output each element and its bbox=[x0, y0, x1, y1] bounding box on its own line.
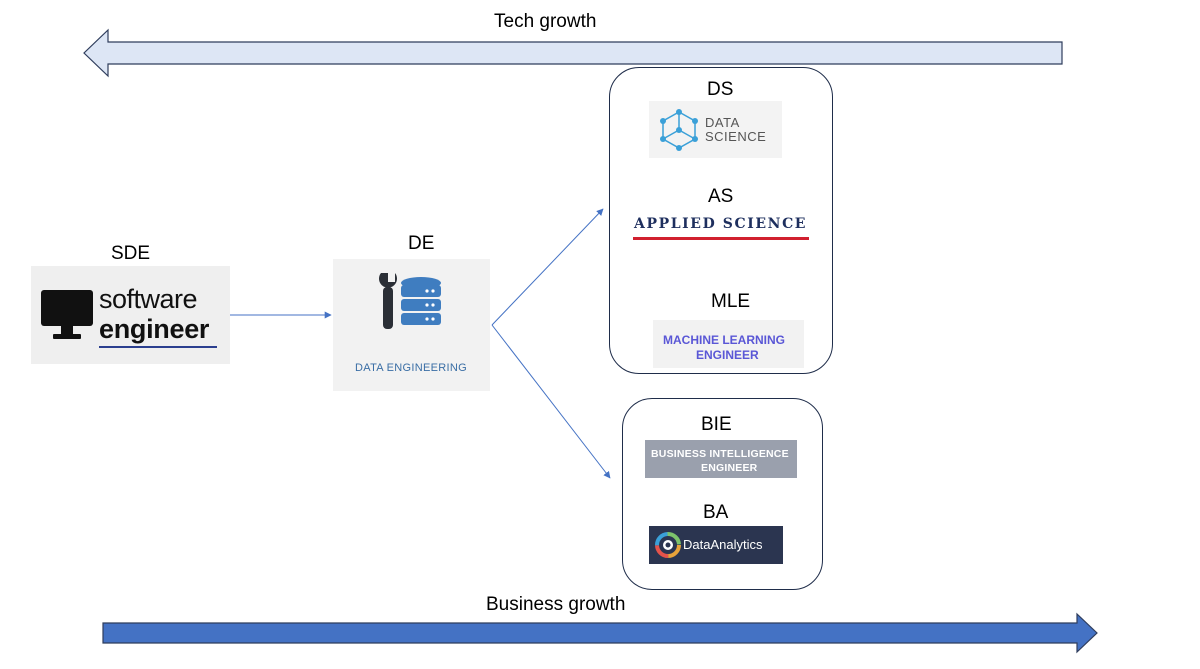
bie-label: BIE bbox=[701, 414, 732, 435]
science-group-box bbox=[609, 67, 833, 374]
monitor-icon bbox=[41, 290, 93, 339]
de-logo: DATA ENGINEERING bbox=[333, 259, 490, 391]
ba-logo: DataAnalytics bbox=[649, 526, 783, 564]
tech-growth-arrow bbox=[83, 28, 1063, 78]
sde-logo-line1: software bbox=[99, 284, 198, 314]
mle-logo-line1: MACHINE LEARNING bbox=[663, 333, 785, 347]
mle-logo: MACHINE LEARNING ENGINEER bbox=[653, 320, 804, 368]
as-logo: APPLIED SCIENCE bbox=[633, 210, 809, 244]
network-cube-icon bbox=[660, 109, 698, 151]
connector-de-business bbox=[491, 324, 611, 479]
ds-label: DS bbox=[707, 79, 734, 100]
mle-label: MLE bbox=[711, 291, 751, 312]
business-growth-label: Business growth bbox=[486, 594, 626, 615]
ba-label: BA bbox=[703, 502, 729, 523]
as-logo-text: APPLIED SCIENCE bbox=[634, 216, 808, 232]
ba-logo-text: DataAnalytics bbox=[683, 537, 763, 552]
business-group-box bbox=[622, 398, 823, 590]
sde-logo-underline bbox=[99, 346, 217, 348]
sde-logo: software engineer bbox=[31, 266, 230, 364]
bie-logo-line1: BUSINESS INTELLIGENCE bbox=[651, 448, 789, 460]
analytics-ring-icon bbox=[655, 532, 681, 558]
ds-logo-line1: DATA bbox=[705, 115, 740, 130]
database-wrench-icon bbox=[379, 273, 441, 329]
ds-logo-line2: SCIENCE bbox=[705, 129, 767, 144]
connector-de-science bbox=[491, 208, 604, 326]
as-label: AS bbox=[708, 186, 734, 207]
sde-label: SDE bbox=[111, 243, 151, 264]
as-logo-underline bbox=[633, 237, 809, 240]
tech-growth-label: Tech growth bbox=[494, 11, 597, 32]
ds-logo: DATA SCIENCE bbox=[649, 101, 782, 158]
business-growth-arrow bbox=[102, 612, 1098, 654]
bie-logo: BUSINESS INTELLIGENCE ENGINEER bbox=[645, 440, 797, 478]
mle-logo-line2: ENGINEER bbox=[696, 348, 759, 362]
sde-logo-line2: engineer bbox=[99, 314, 210, 344]
bie-logo-line2: ENGINEER bbox=[701, 462, 758, 474]
de-logo-caption: DATA ENGINEERING bbox=[355, 362, 467, 374]
de-label: DE bbox=[408, 233, 435, 254]
